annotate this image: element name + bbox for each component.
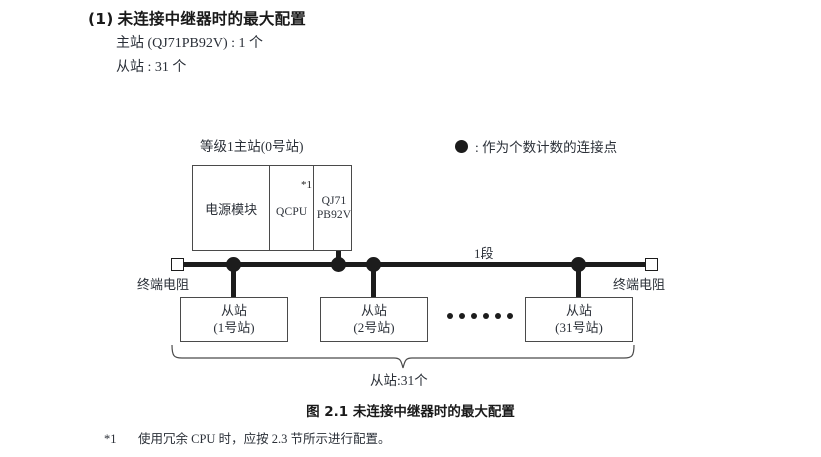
spec-line-master: 主站 (QJ71PB92V) : 1 个 [116, 36, 264, 51]
section-title: 未连接中继器时的最大配置 [117, 10, 306, 28]
module-power-supply: 电源模块 [193, 166, 271, 250]
legend-label: : 作为个数计数的连接点 [475, 140, 618, 155]
ellipsis-dot [447, 313, 453, 319]
master-station-caption: 等级1主站(0号站) [200, 139, 304, 154]
slave-station-name: 从站 [565, 303, 592, 319]
terminator-right-label: 终端电阻 [613, 277, 666, 292]
brace-bracket [171, 344, 635, 369]
brace-label: 从站:31个 [370, 373, 428, 388]
ellipsis-dot [459, 313, 465, 319]
segment-label: 1段 [474, 246, 494, 261]
module-power-supply-label: 电源模块 [205, 201, 258, 217]
figure-caption: 图 2.1 未连接中继器时的最大配置 [306, 404, 515, 420]
footnote: *1 使用冗余 CPU 时，应按 2.3 节所示进行配置。 [104, 428, 390, 447]
slave-station-box-1: 从站 (1号站) [180, 297, 288, 342]
slave-station-name: 从站 [360, 303, 387, 319]
slave-station-number: (31号站) [555, 319, 603, 335]
master-station-rack: 电源模块 QCPU *1 QJ71 PB92V [192, 165, 352, 251]
ellipsis-dot [507, 313, 513, 319]
module-qcpu: QCPU *1 [270, 166, 314, 250]
footnote-marker: *1 [301, 179, 312, 191]
drop-line-slave-1 [231, 264, 236, 298]
module-qcpu-label: QCPU [275, 206, 308, 218]
terminator-right-icon [645, 258, 658, 271]
drop-line-slave-31 [576, 264, 581, 298]
connection-node-dot [331, 257, 346, 272]
footnote-mark: *1 [104, 432, 117, 446]
module-qj71pb92v-label-line1: QJ71 [321, 194, 347, 207]
bus-line [178, 262, 648, 267]
ellipsis-dot [495, 313, 501, 319]
spec-line-slave: 从站 : 31 个 [116, 60, 187, 75]
drop-line-slave-2 [371, 264, 376, 298]
terminator-left-label: 终端电阻 [137, 277, 190, 292]
legend: : 作为个数计数的连接点 [455, 136, 617, 156]
ellipsis-dot [483, 313, 489, 319]
terminator-left-icon [171, 258, 184, 271]
filled-circle-icon [455, 139, 468, 153]
ellipsis-dot [471, 313, 477, 319]
slave-station-number: (2号站) [353, 319, 395, 335]
slave-station-number: (1号站) [213, 319, 255, 335]
section-number: (1) [88, 10, 114, 28]
module-qj71pb92v: QJ71 PB92V [314, 166, 351, 250]
module-qj71pb92v-label-line2: PB92V [316, 209, 352, 221]
slave-station-box-2: 从站 (2号站) [320, 297, 428, 342]
slave-station-box-31: 从站 (31号站) [525, 297, 633, 342]
section-heading: (1)未连接中继器时的最大配置 [88, 7, 306, 29]
slave-station-name: 从站 [220, 303, 247, 319]
footnote-text: 使用冗余 CPU 时，应按 2.3 节所示进行配置。 [138, 432, 391, 446]
ellipsis-dots [447, 313, 513, 319]
